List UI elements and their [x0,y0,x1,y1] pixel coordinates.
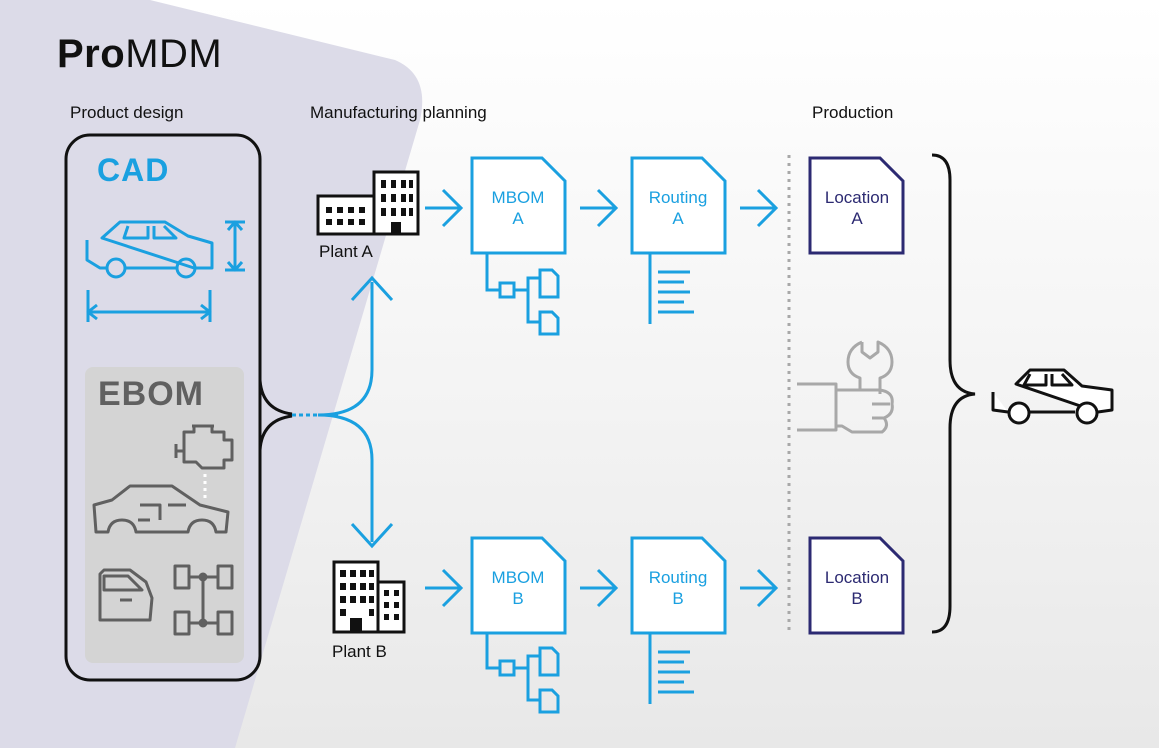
logo-regular-text: MDM [125,32,223,76]
location-b-label: Location B [812,567,902,609]
wrench-hand-icon [797,340,894,434]
car-body-icon [92,484,230,534]
routing-list-icon [648,633,694,704]
routing-a-label: Routing A [633,187,723,229]
logo-bold-text: Pro [57,32,126,76]
section-label-product-design: Product design [70,103,184,122]
location-b-doc [808,536,905,635]
mbom-a-label: MBOM A [473,187,563,229]
section-label-manufacturing-planning: Manufacturing planning [310,103,487,122]
routing-a-doc [630,156,727,255]
bom-tree-icon [485,633,560,714]
design-brace [258,379,293,416]
factory-icon [316,170,420,236]
branch-arrows [317,275,394,549]
chassis-icon [173,564,234,636]
routing-b-doc [630,536,727,635]
location-a-line1: Location [824,188,890,207]
routing-a-line1: Routing [648,188,708,207]
finished-car-icon [991,368,1114,425]
promdm-logo: ProMDM [57,32,222,77]
engine-icon [174,424,234,470]
mbom-b-line1: MBOM [491,568,545,587]
mbom-a-line1: MBOM [491,188,545,207]
routing-list-icon [648,253,694,324]
mbom-b-label: MBOM B [473,567,563,609]
section-label-production: Production [812,103,894,122]
bom-tree-icon [485,253,560,336]
plant-b-label: Plant B [332,642,387,661]
routing-b-line1: Routing [648,568,708,587]
routing-a-line2: A [672,209,684,228]
routing-b-line2: B [672,589,684,608]
location-b-line1: Location [824,568,890,587]
location-a-label: Location A [812,187,902,229]
location-a-line2: A [851,209,863,228]
mbom-a-line2: A [512,209,524,228]
car-cad-icon [85,220,245,322]
mbom-a-doc [470,156,567,255]
car-door-icon [98,568,154,622]
arrow-right-icon [425,188,779,608]
office-building-icon [332,560,406,634]
product-design-container [64,133,262,682]
production-brace [931,153,976,634]
cad-title: CAD [97,152,170,188]
mbom-b-doc [470,536,567,635]
routing-b-label: Routing B [633,567,723,609]
location-a-doc [808,156,905,255]
location-b-line2: B [851,589,863,608]
mbom-b-line2: B [512,589,524,608]
plant-a-label: Plant A [319,242,373,261]
ebom-title: EBOM [98,375,204,413]
